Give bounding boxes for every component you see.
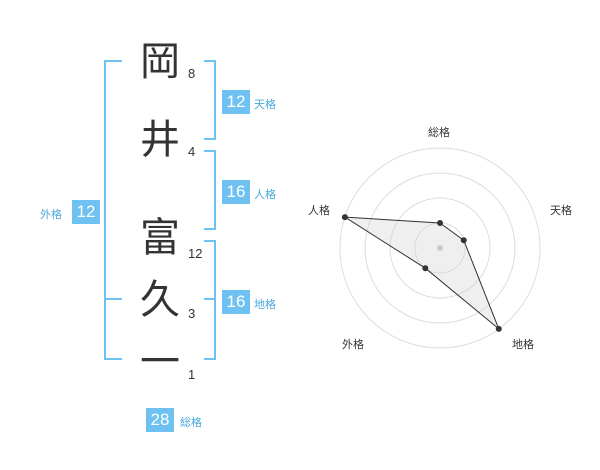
radar-ring-3 bbox=[364, 172, 516, 324]
radar-point-3 bbox=[495, 325, 502, 332]
stroke-count-4: 3 bbox=[188, 306, 196, 321]
soukaku-badge: 28 bbox=[146, 408, 174, 432]
radar-center-dot bbox=[437, 245, 443, 251]
stroke-count-2: 4 bbox=[188, 144, 196, 159]
chikaku-badge: 16 bbox=[222, 290, 250, 314]
jinkaku-label: 人格 bbox=[254, 188, 276, 201]
radar-point-5 bbox=[341, 214, 348, 221]
gaikaku-bracket-tick bbox=[104, 298, 122, 300]
stroke-count-3: 12 bbox=[188, 246, 203, 261]
jinkaku-bracket bbox=[204, 150, 216, 230]
radar-point-4 bbox=[422, 265, 429, 272]
radar-axis-label-tenkaku: 天格 bbox=[550, 204, 572, 217]
jinkaku-badge: 16 bbox=[222, 180, 250, 204]
chikaku-label: 地格 bbox=[254, 298, 276, 311]
gaikaku-bracket bbox=[104, 60, 122, 360]
tenkaku-bracket bbox=[204, 60, 216, 140]
radar-point-2 bbox=[460, 237, 467, 244]
soukaku-label: 総格 bbox=[180, 416, 202, 429]
stroke-count-5: 1 bbox=[188, 367, 196, 382]
radar-point-1 bbox=[437, 220, 443, 226]
radar-axis-label-chikaku: 地格 bbox=[512, 338, 534, 351]
gaikaku-label: 外格 bbox=[40, 208, 62, 221]
radar-axis-label-jinkaku: 人格 bbox=[308, 204, 330, 217]
radar-series-polygon bbox=[344, 216, 500, 330]
name-char-2: 井 bbox=[140, 117, 180, 163]
tenkaku-label: 天格 bbox=[254, 98, 276, 111]
radar-ring-4 bbox=[339, 147, 541, 349]
name-char-5: 一 bbox=[140, 339, 180, 385]
radar-ring-2 bbox=[389, 197, 491, 299]
chikaku-bracket bbox=[204, 240, 216, 360]
name-char-4: 久 bbox=[140, 277, 180, 323]
radar-axis-label-gaikaku: 外格 bbox=[342, 338, 364, 351]
chikaku-bracket-tick bbox=[204, 298, 216, 300]
name-char-1: 岡 bbox=[140, 39, 180, 85]
tenkaku-badge: 12 bbox=[222, 90, 250, 114]
radar-axis-label-soukaku: 総格 bbox=[428, 126, 450, 139]
gaikaku-badge: 12 bbox=[72, 200, 100, 224]
name-char-3: 富 bbox=[140, 215, 180, 261]
stroke-count-1: 8 bbox=[188, 66, 196, 81]
